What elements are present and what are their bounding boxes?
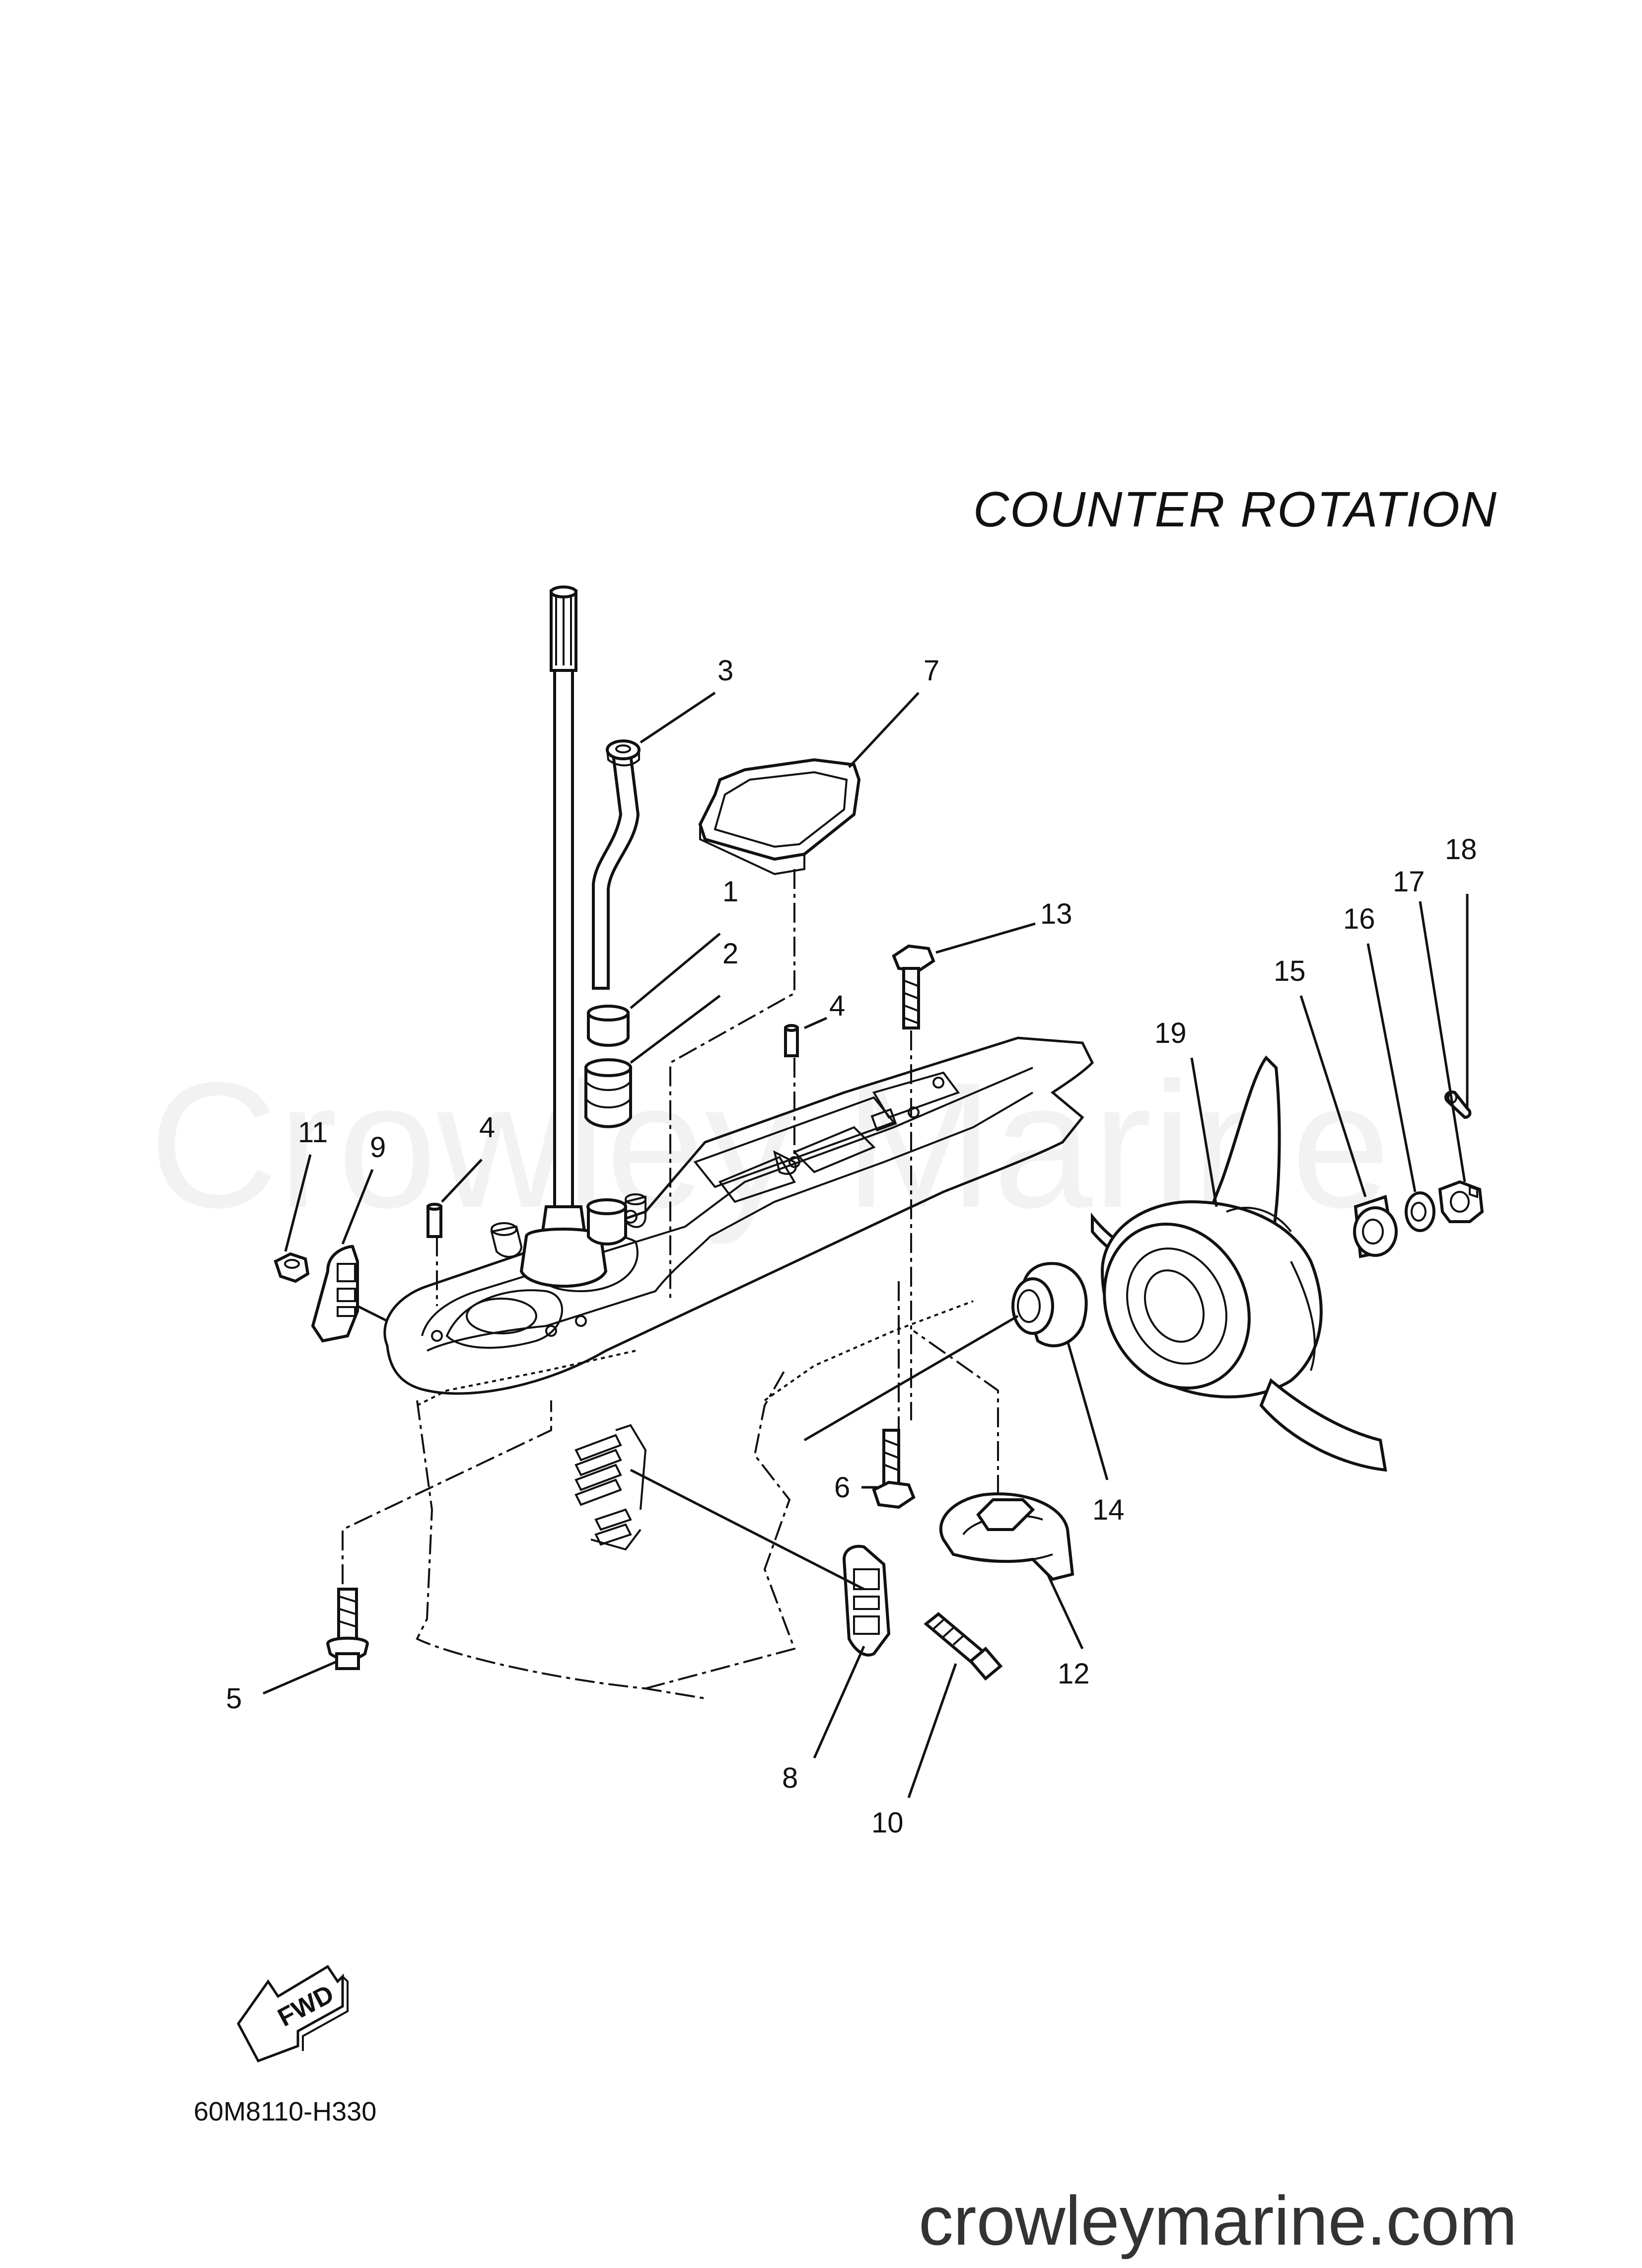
spacer-15 — [1353, 1195, 1398, 1258]
castle-nut-17 — [1438, 1180, 1484, 1223]
callout-17: 17 — [1393, 866, 1425, 898]
fwd-arrow-icon: FWD — [237, 1965, 349, 2063]
callout-8: 8 — [782, 1762, 798, 1794]
grommet-3 — [606, 739, 641, 767]
callout-9: 9 — [370, 1131, 386, 1164]
callout-3: 3 — [717, 655, 733, 687]
callout-5: 5 — [226, 1683, 242, 1715]
callout-13: 13 — [1040, 898, 1072, 930]
thrust-washer-14 — [1011, 1262, 1088, 1347]
leader-lines — [263, 691, 1469, 1798]
callout-7: 7 — [924, 655, 939, 687]
callout-19: 19 — [1154, 1017, 1187, 1049]
callout-labels: 1 2 3 4 4 5 6 7 8 9 10 11 12 13 14 15 16… — [226, 655, 1477, 1839]
water-intake — [574, 1424, 647, 1546]
fwd-label: FWD — [273, 1979, 339, 2033]
diagram-title: COUNTER ROTATION — [973, 482, 1498, 537]
callout-14: 14 — [1092, 1494, 1125, 1526]
bolt-13 — [892, 944, 935, 1029]
bolt-5 — [326, 1588, 369, 1670]
callout-18: 18 — [1445, 833, 1477, 866]
water-tube-bushing — [586, 1198, 627, 1245]
dowel-pin-4-left — [427, 1203, 442, 1238]
callout-4-right: 4 — [829, 990, 845, 1022]
propeller-19 — [1091, 1055, 1387, 1472]
gasket-7 — [698, 758, 861, 876]
website-url: crowleymarine.com — [919, 2182, 1517, 2260]
anode-8 — [842, 1544, 891, 1657]
drive-shaft — [519, 585, 608, 1288]
callout-2: 2 — [722, 938, 738, 970]
callout-16: 16 — [1343, 903, 1375, 935]
callout-6: 6 — [834, 1471, 850, 1504]
callout-12: 12 — [1058, 1658, 1090, 1690]
diagram-code: 60M8110-H330 — [194, 2097, 376, 2126]
callout-11: 11 — [298, 1116, 328, 1149]
dowel-pin-4-right — [784, 1024, 799, 1057]
bolt-6 — [872, 1429, 916, 1509]
water-tube — [592, 753, 640, 990]
callout-10: 10 — [871, 1807, 904, 1839]
anode-9 — [311, 1244, 359, 1343]
seal-1 — [587, 1005, 630, 1047]
trim-tab-12 — [939, 1492, 1074, 1581]
callout-15: 15 — [1274, 955, 1306, 987]
washer-16 — [1405, 1191, 1435, 1232]
callout-4-left: 4 — [479, 1111, 495, 1144]
screw-10 — [924, 1612, 1003, 1681]
nut-11 — [274, 1252, 310, 1283]
callout-1: 1 — [722, 876, 738, 908]
grommet-2 — [584, 1058, 632, 1128]
lower-case-housing — [383, 1036, 1094, 1699]
